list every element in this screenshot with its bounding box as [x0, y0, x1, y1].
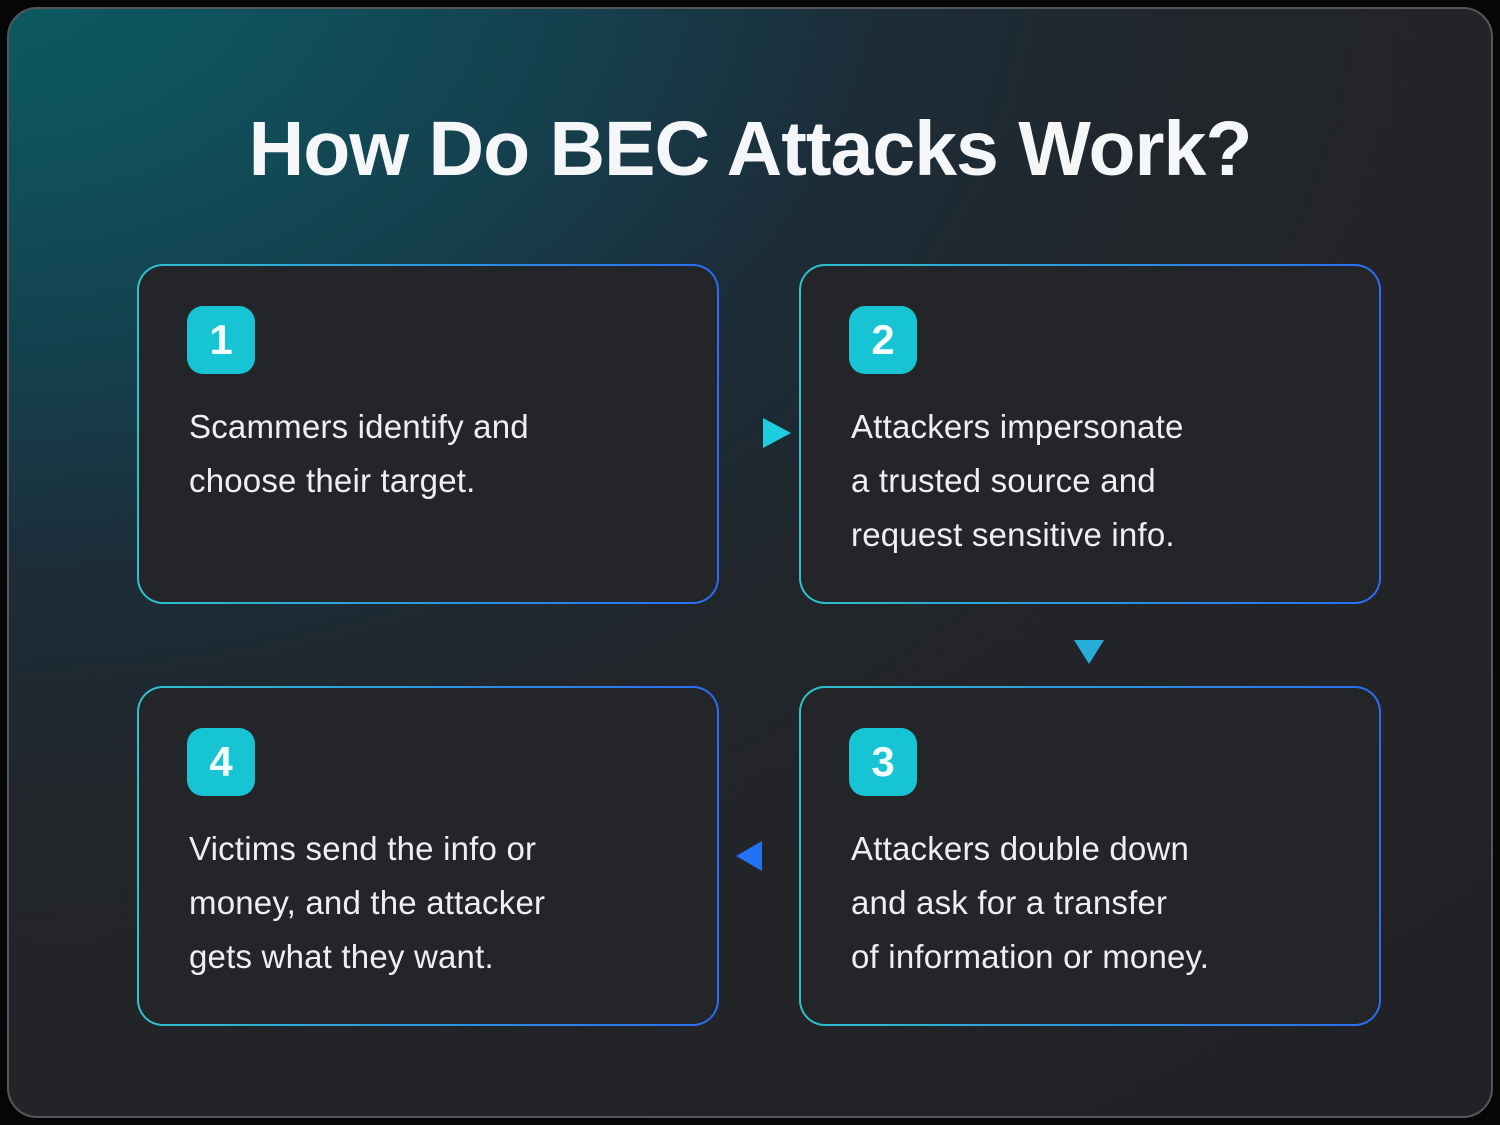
- step-2-number-badge: 2: [849, 306, 917, 374]
- step-card-3-body: 3 Attackers double down and ask for a tr…: [801, 688, 1379, 1024]
- step-card-3: 3 Attackers double down and ask for a tr…: [799, 686, 1381, 1026]
- page-title: How Do BEC Attacks Work?: [248, 106, 1253, 192]
- step-4-number-badge: 4: [187, 728, 255, 796]
- step-3-number-badge: 3: [849, 728, 917, 796]
- step-card-1-body: 1 Scammers identify and choose their tar…: [139, 266, 717, 602]
- step-card-4-body: 4 Victims send the info or money, and th…: [139, 688, 717, 1024]
- step-card-1: 1 Scammers identify and choose their tar…: [137, 264, 719, 604]
- arrow-left-icon: [735, 837, 803, 880]
- step-4-text: Victims send the info or money, and the …: [189, 830, 546, 975]
- infographic-card: How Do BEC Attacks Work? 1 Scammers iden…: [7, 7, 1493, 1118]
- step-card-2: 2 Attackers impersonate a trusted source…: [799, 264, 1381, 604]
- arrow-down-icon: [1069, 604, 1109, 671]
- step-1-number-badge: 1: [187, 306, 255, 374]
- step-card-2-body: 2 Attackers impersonate a trusted source…: [801, 266, 1379, 602]
- arrow-right-icon: [719, 413, 803, 458]
- step-2-text: Attackers impersonate a trusted source a…: [851, 408, 1184, 553]
- step-1-text: Scammers identify and choose their targe…: [189, 408, 529, 499]
- step-card-4: 4 Victims send the info or money, and th…: [137, 686, 719, 1026]
- step-3-text: Attackers double down and ask for a tran…: [851, 830, 1210, 975]
